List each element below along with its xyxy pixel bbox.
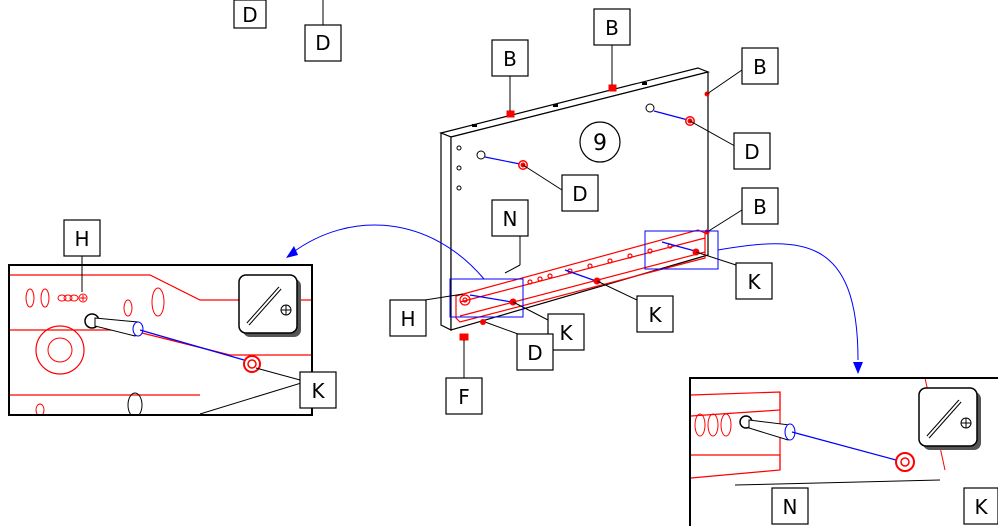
label-b-3: B (741, 47, 779, 85)
leveler-foot (459, 333, 469, 341)
label-b-2: B (593, 8, 631, 46)
label-h-main: H (389, 299, 427, 337)
label-b-4: B (741, 187, 779, 225)
label-d-2: D (561, 174, 599, 212)
detail-box-left (449, 278, 524, 318)
detail-inset-right (689, 377, 998, 526)
svg-text:K: K (747, 270, 761, 294)
svg-text:D: D (315, 31, 330, 55)
svg-text:N: N (503, 207, 518, 231)
svg-text:D: D (572, 182, 587, 206)
label-n-main: N (491, 199, 529, 237)
screwdriver-icon-right (918, 387, 981, 450)
label-k-detail-left: K (299, 371, 337, 409)
label-d-top-left-2: D (304, 24, 342, 62)
rail-screws (469, 241, 700, 306)
svg-text:K: K (311, 379, 325, 403)
label-d-top-left-1: D (233, 0, 267, 29)
part-number-badge: 9 (579, 121, 621, 163)
svg-text:B: B (753, 55, 767, 79)
callout-arrow-left (291, 224, 485, 280)
label-k-3: K (547, 313, 585, 351)
label-f: F (445, 377, 483, 415)
svg-text:K: K (559, 321, 573, 345)
svg-text:H: H (74, 227, 89, 251)
screwdriver-icon (238, 274, 301, 337)
label-b-1: B (491, 39, 529, 77)
phillips-icon (280, 304, 292, 316)
label-n-detail: N (771, 487, 809, 525)
label-d-1: D (733, 132, 771, 170)
detail-inset-left (8, 264, 313, 416)
callout-arrow-right (717, 243, 859, 361)
svg-text:D: D (242, 3, 257, 27)
svg-text:9: 9 (593, 131, 607, 156)
label-k-2: K (735, 262, 773, 300)
label-k-detail-right: K (963, 487, 998, 525)
label-k-1: K (636, 295, 674, 333)
svg-text:B: B (605, 16, 619, 40)
label-h-detail: H (63, 219, 101, 257)
svg-text:K: K (974, 495, 988, 519)
drawer-slide-rail (455, 229, 706, 323)
label-d-3: D (516, 333, 554, 371)
svg-text:D: D (527, 341, 542, 365)
svg-text:K: K (648, 303, 662, 327)
svg-text:F: F (458, 385, 470, 409)
svg-text:H: H (400, 307, 415, 331)
svg-text:B: B (503, 47, 517, 71)
svg-text:B: B (753, 195, 767, 219)
svg-text:N: N (783, 495, 798, 519)
svg-text:D: D (744, 140, 759, 164)
